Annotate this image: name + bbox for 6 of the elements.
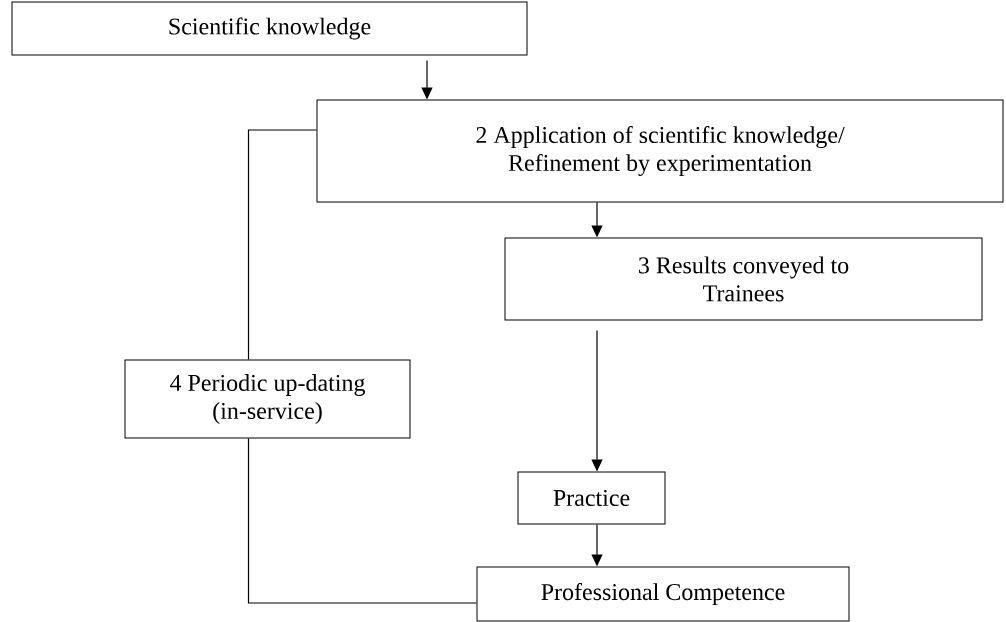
process-box: 3 Results conveyed to Trainees [504, 237, 983, 321]
process-box: Scientific knowledge [11, 1, 528, 56]
process-box: Professional Competence [476, 566, 850, 622]
process-box: 4 Periodic up-dating (in-service) [124, 359, 411, 439]
process-box: Practice [517, 471, 666, 525]
process-box: 2 Application of scientific knowledge/ Refinement by experimentation [316, 99, 1004, 203]
